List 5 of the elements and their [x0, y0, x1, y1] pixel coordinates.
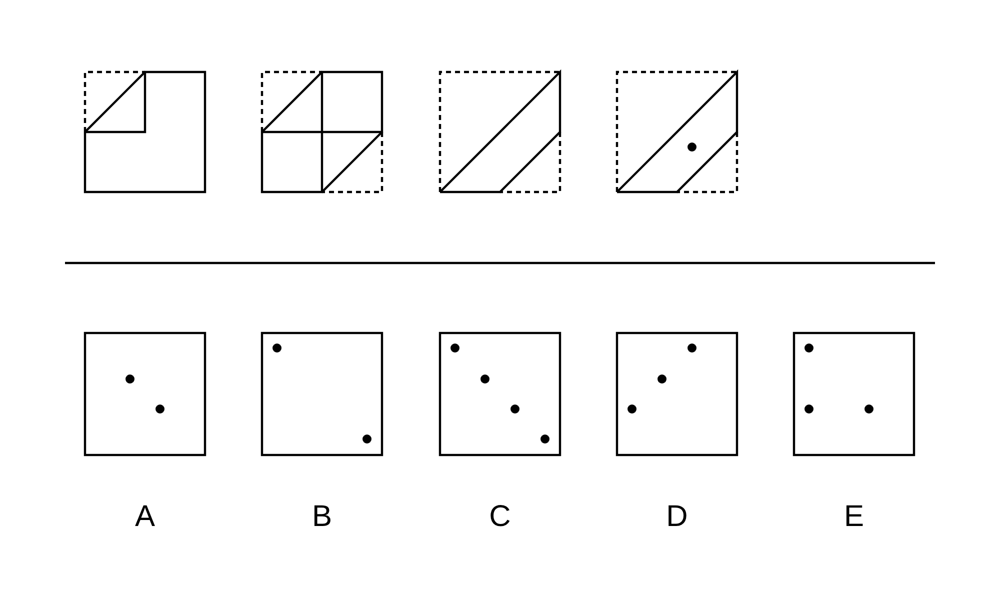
- option-letter: D: [665, 500, 689, 534]
- option-letter: B: [310, 500, 333, 534]
- option-letter: C: [488, 500, 512, 534]
- option-letter: E: [842, 500, 865, 534]
- option-letter: A: [134, 500, 156, 534]
